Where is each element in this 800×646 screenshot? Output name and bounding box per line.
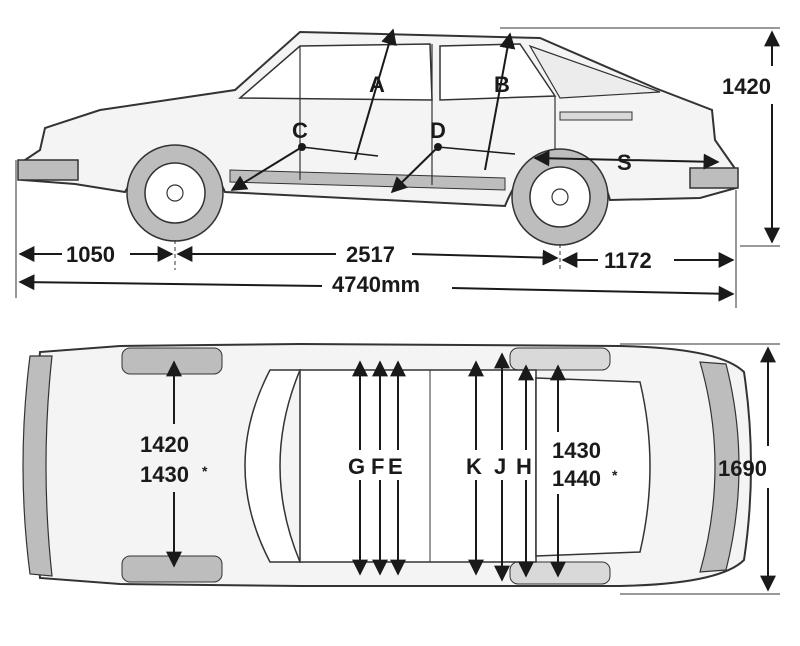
front-track-alt-label: 1430 (140, 462, 189, 487)
top-view: 1420 1430 * G F E K J H 1430 1440 * 1690 (22, 342, 780, 595)
top-front-bumper (22, 355, 53, 577)
rear-track-alt-label: 1440 (552, 466, 601, 491)
width-label: 1690 (718, 456, 767, 481)
arrow-c-line (230, 146, 303, 191)
top-front-wheel-left (121, 347, 223, 375)
rear-wheel (511, 148, 609, 246)
arrow-a (354, 28, 397, 161)
top-rear-window (535, 377, 651, 557)
marker-j: J (494, 454, 506, 479)
marker-d-dot (434, 143, 442, 151)
wheelbase-arrow-r (411, 249, 559, 266)
front-wheel (126, 144, 224, 242)
side-view: A B C D S 1420 1050 2517 1172 4740mm (15, 27, 780, 308)
height-label: 1420 (722, 74, 771, 99)
marker-g: G (348, 454, 365, 479)
front-track-asterisk: * (202, 463, 208, 479)
arrow-s (533, 150, 720, 170)
top-front-wheel-right (121, 555, 223, 583)
marker-c: C (292, 118, 308, 143)
rear-track-label: 1430 (552, 438, 601, 463)
side-windows (238, 43, 557, 101)
rear-overhang-label: 1172 (604, 248, 652, 273)
total-length-label: 4740mm (332, 272, 420, 297)
arrow-d-ref (437, 146, 516, 155)
marker-e: E (388, 454, 403, 479)
rear-track-asterisk: * (612, 467, 618, 483)
front-track-label: 1420 (140, 432, 189, 457)
marker-s: S (617, 150, 632, 175)
wheelbase-label: 2517 (346, 242, 395, 267)
top-cabin (299, 369, 537, 563)
rear-bumper (689, 167, 739, 189)
length-arrow-r (451, 285, 735, 302)
arrow-c-ref (301, 146, 379, 157)
marker-c-dot (298, 143, 306, 151)
arrow-b (484, 32, 516, 171)
arrow-d-line (390, 146, 439, 194)
marker-a: A (369, 72, 385, 97)
side-rocker-shade (229, 169, 506, 191)
marker-b: B (494, 72, 510, 97)
front-overhang-label: 1050 (66, 242, 115, 267)
side-trim (559, 111, 633, 121)
marker-f: F (371, 454, 384, 479)
marker-d: D (430, 118, 446, 143)
top-rear-bumper (699, 361, 740, 573)
length-arrow-l (18, 274, 323, 291)
marker-k: K (466, 454, 482, 479)
marker-h: H (516, 454, 532, 479)
rear-window (528, 44, 661, 99)
front-bumper (17, 159, 79, 181)
